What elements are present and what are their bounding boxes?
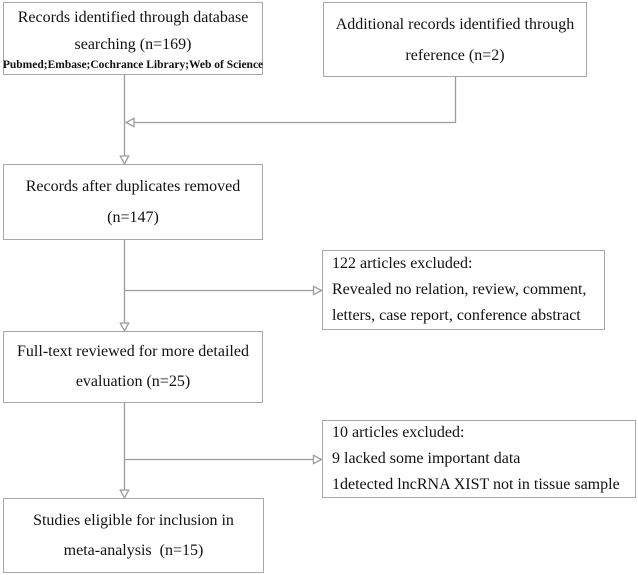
box-articles-excluded-fulltext: 10 articles excluded: 9 lacked some impo… xyxy=(322,420,636,498)
box-text-line: Additional records identified through xyxy=(335,15,575,33)
box-text-line: Studies eligible for inclusion in xyxy=(33,511,234,529)
arrowhead-down-icon xyxy=(119,489,130,500)
arrowhead-right-icon xyxy=(312,454,323,465)
arrowhead-down-icon xyxy=(119,322,130,333)
box-studies-included: Studies eligible for inclusion in meta-a… xyxy=(3,498,264,573)
box-text-line: meta-analysis (n=15) xyxy=(63,541,204,559)
box-text-line: Records after duplicates removed xyxy=(25,178,241,195)
box-text-line: letters, case report, conference abstrac… xyxy=(332,307,581,324)
box-text-line: Full-text reviewed for more detailed xyxy=(17,343,249,360)
box-text-line: 122 articles excluded: xyxy=(332,255,473,272)
arrowhead-right-icon xyxy=(312,285,323,296)
box-text-line: 9 lacked some important data xyxy=(332,450,521,467)
box-articles-excluded-screening: 122 articles excluded: Revealed no relat… xyxy=(322,250,605,330)
box-text-line: Records identified through database xyxy=(17,9,249,26)
box-additional-records: Additional records identified through re… xyxy=(323,2,587,77)
box-text-line: 1detected lncRNA XIST not in tissue samp… xyxy=(332,476,620,493)
box-text-line: (n=147) xyxy=(107,209,159,226)
arrowhead-down-icon xyxy=(119,155,130,166)
box-text-line: searching (n=169) xyxy=(74,36,192,53)
box-records-identified: Records identified through database sear… xyxy=(3,2,263,75)
box-records-after-duplicates: Records after duplicates removed (n=147) xyxy=(3,164,263,240)
box-text-line: 10 articles excluded: xyxy=(332,424,465,441)
arrowhead-left-icon xyxy=(124,117,135,128)
database-sources-note: Pubmed;Embase;Cochrance Library;Web of S… xyxy=(2,59,264,71)
box-text-line: Revealed no relation, review, comment, xyxy=(332,281,587,298)
box-text-line: evaluation (n=25) xyxy=(75,373,191,390)
box-fulltext-reviewed: Full-text reviewed for more detailed eva… xyxy=(3,331,263,403)
connector-additional-to-main-line xyxy=(134,77,457,124)
box-text-line: reference (n=2) xyxy=(405,46,505,64)
